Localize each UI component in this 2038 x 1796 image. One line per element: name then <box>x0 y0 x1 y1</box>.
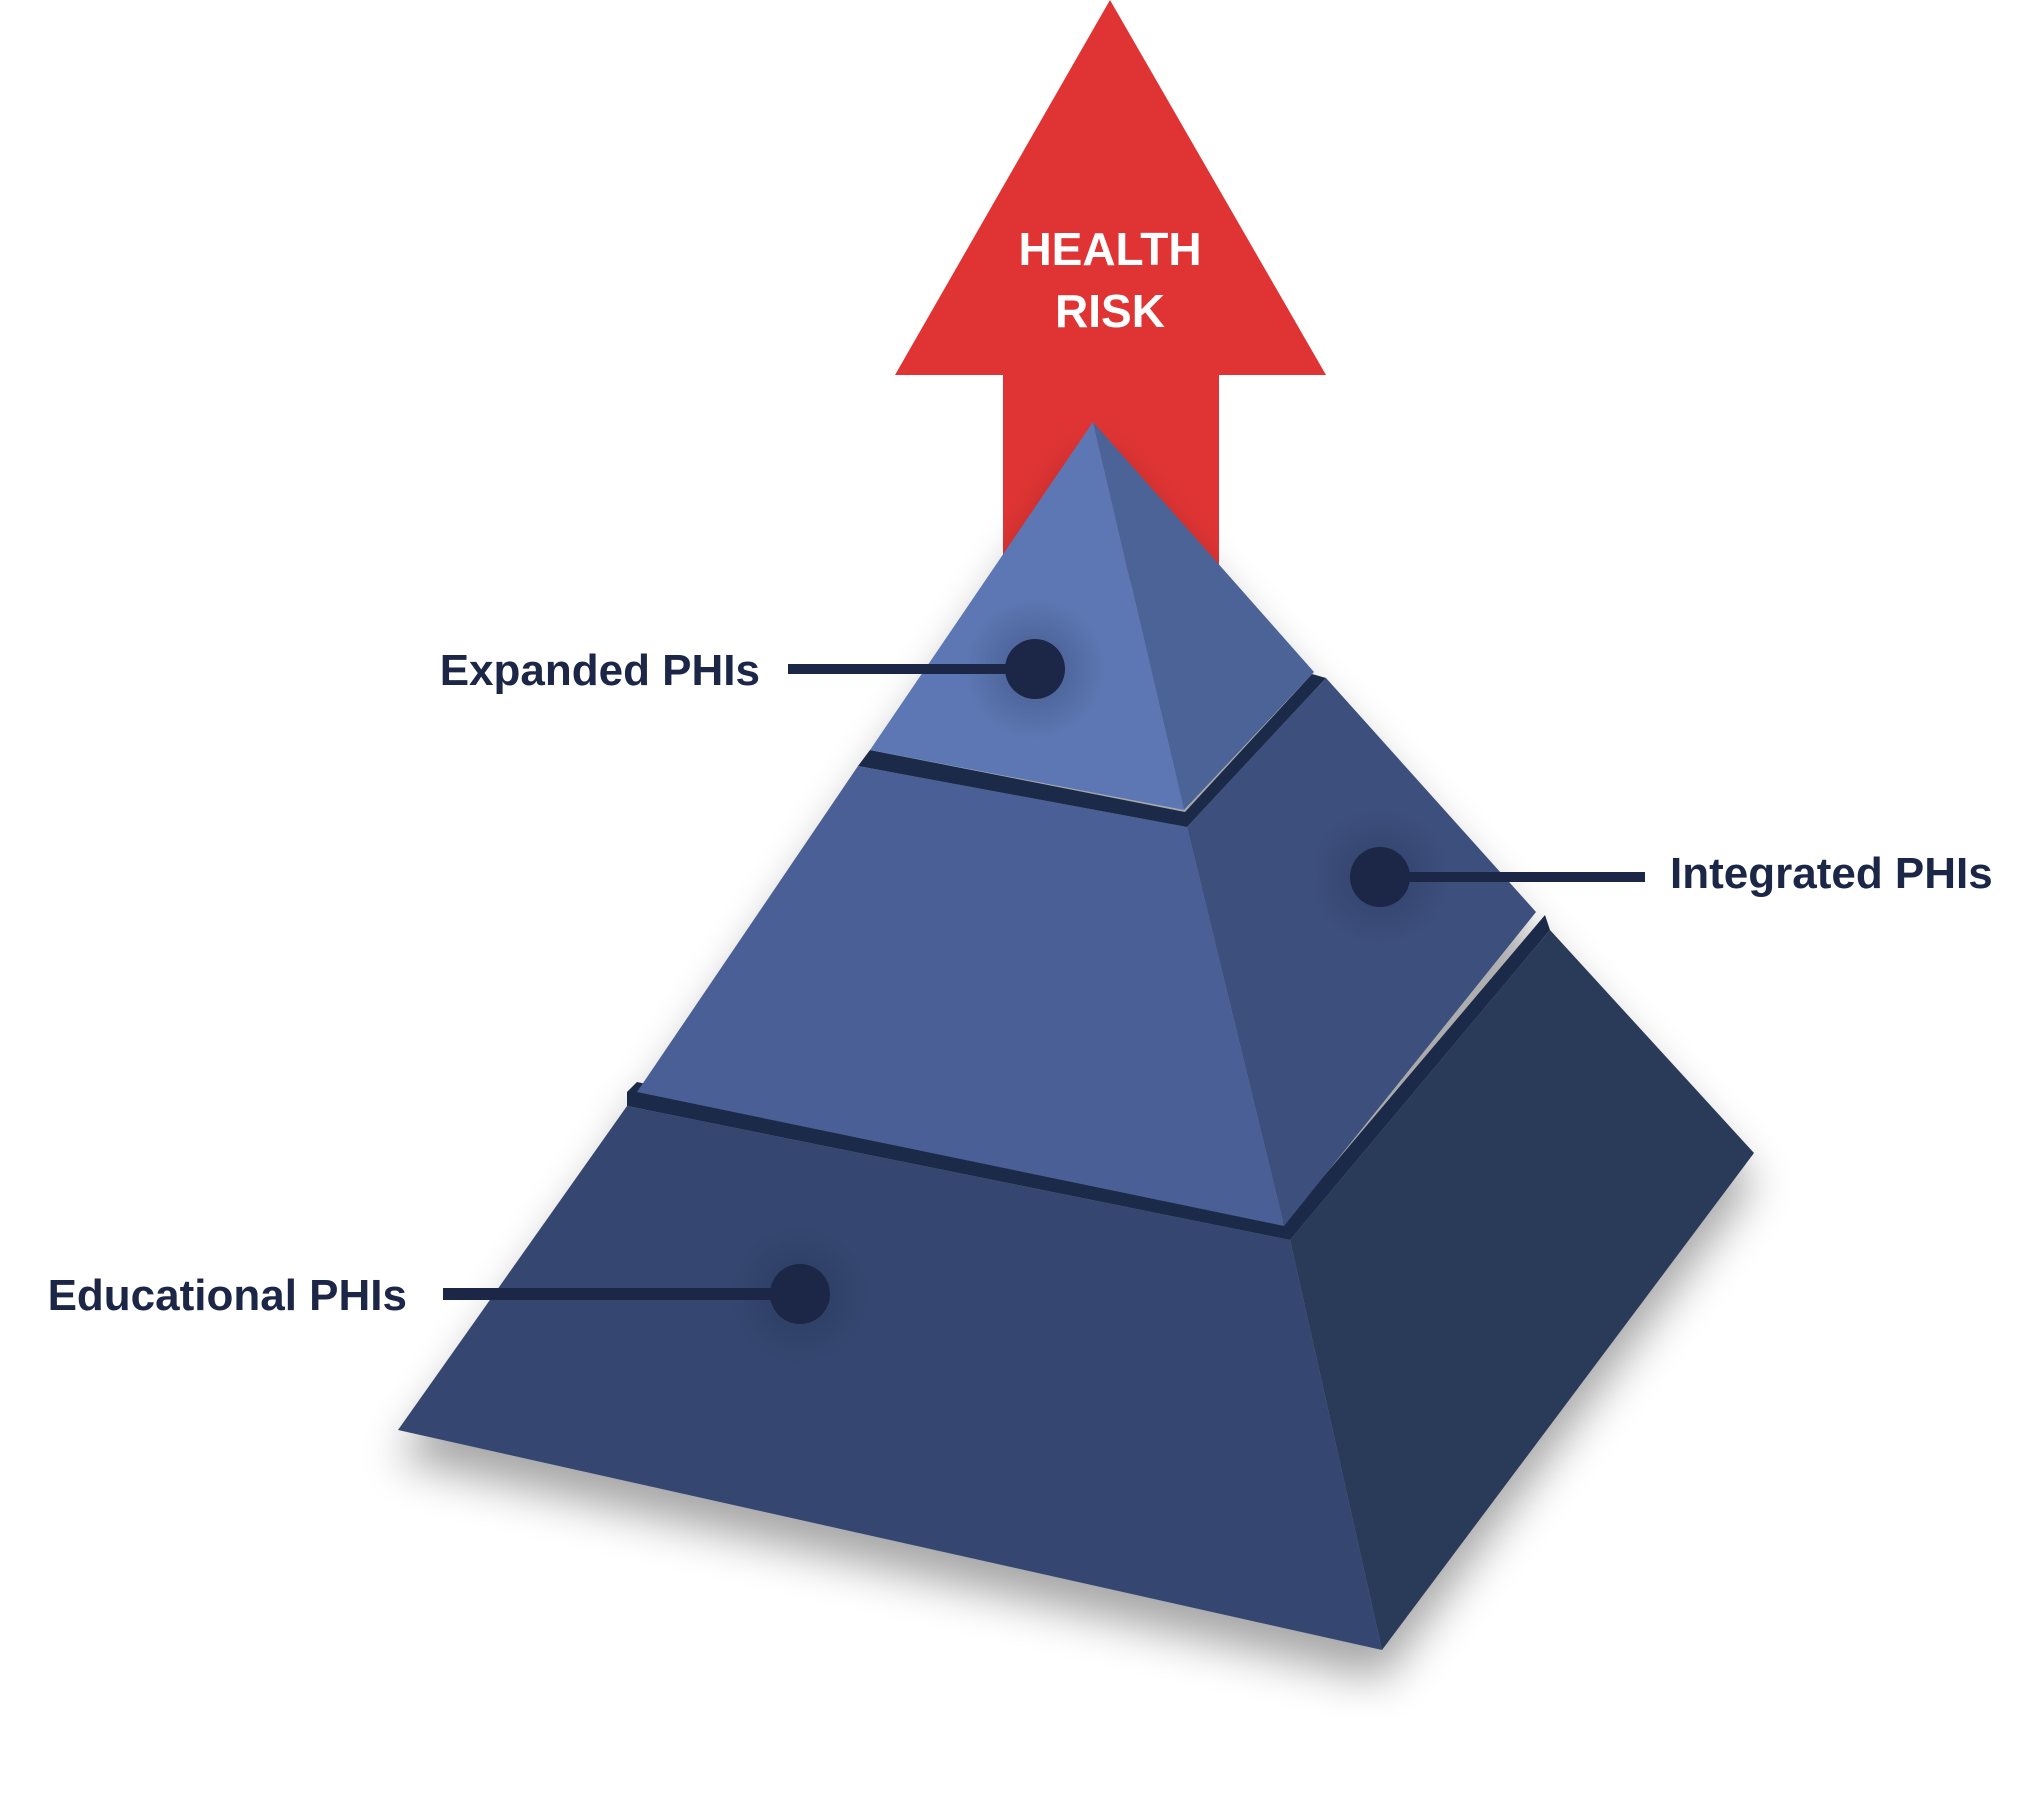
bottom-tier-front <box>398 1106 1382 1650</box>
expanded-phis-callout: Expanded PHIs <box>440 639 1065 699</box>
expanded-phis-marker <box>1005 639 1065 699</box>
integrated-phis-marker <box>1350 847 1410 907</box>
educational-phis-marker <box>770 1264 830 1324</box>
integrated-phis-callout: Integrated PHIs <box>1350 847 1993 907</box>
top-tier-side <box>1093 422 1314 810</box>
expanded-phis-label: Expanded PHIs <box>440 646 760 695</box>
health-risk-arrow: HEALTH RISK <box>895 0 1326 580</box>
seam-upper <box>858 674 1326 827</box>
integrated-phis-connector <box>1380 872 1645 882</box>
pyramid <box>398 422 1754 1650</box>
arrow-label-line1: HEALTH <box>1018 223 1201 275</box>
educational-phis-label: Educational PHIs <box>48 1271 407 1320</box>
integrated-phis-label: Integrated PHIs <box>1670 849 1993 898</box>
expanded-phis-connector <box>788 664 1033 674</box>
educational-phis-connector <box>443 1288 800 1300</box>
middle-tier-front <box>637 766 1284 1226</box>
bottom-tier-side <box>1290 930 1754 1650</box>
arrow-shape <box>895 0 1326 580</box>
middle-tier-side <box>1187 678 1536 1226</box>
educational-phis-callout: Educational PHIs <box>48 1264 830 1324</box>
arrow-label-line2: RISK <box>1055 285 1165 337</box>
